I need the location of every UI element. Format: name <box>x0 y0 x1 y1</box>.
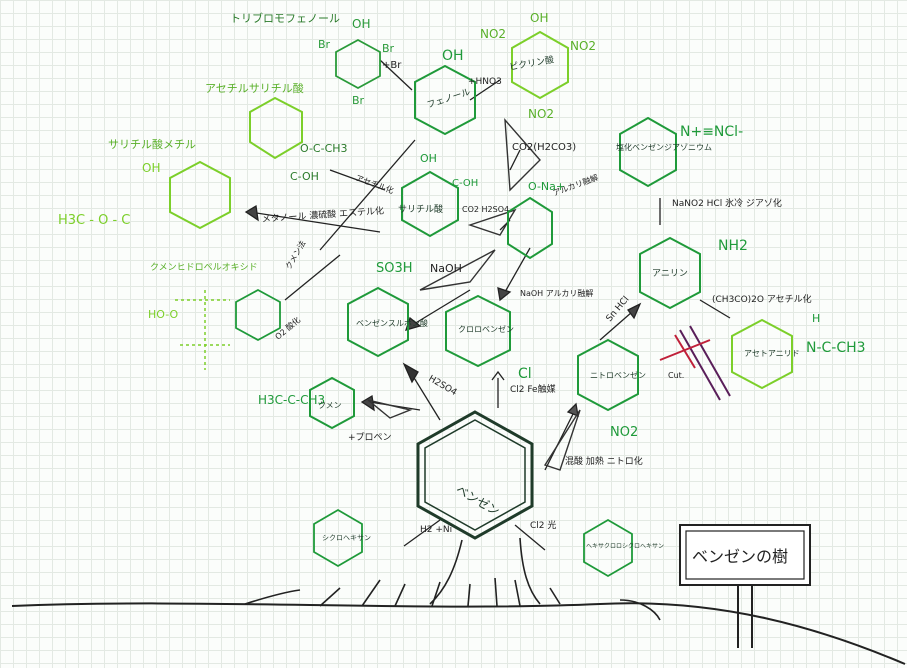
svg-text:Cut.: Cut. <box>668 371 684 380</box>
svg-text:ピクリン酸: ピクリン酸 <box>509 54 555 73</box>
svg-text:Sn HCl: Sn HCl <box>605 295 632 324</box>
svg-text:OH: OH <box>142 161 160 175</box>
tree-trunk <box>244 537 661 621</box>
svg-text:アセチルサリチル酸: アセチルサリチル酸 <box>205 81 304 95</box>
svg-text:サリチル酸メチル: サリチル酸メチル <box>108 137 196 151</box>
svg-text:NO2: NO2 <box>480 27 506 41</box>
diazonium-salt: 塩化ベンゼンジアゾニウム N+≡NCl- NaNO2 HCl 氷冷 ジアゾ化 <box>616 116 782 209</box>
svg-text:クロロベンゼン: クロロベンゼン <box>458 324 514 334</box>
cyclohexane: シクロヘキサン H2 +Ni <box>313 508 452 568</box>
ground-line <box>11 602 906 665</box>
aniline: アニリン NH2 (CH3CO)2O アセチル化 <box>639 236 812 310</box>
acetanilide: アセトアニリド N-C-CH3 H <box>731 312 866 390</box>
svg-text:アセチル化: アセチル化 <box>354 172 395 195</box>
svg-text:O-C-CH3: O-C-CH3 <box>300 142 348 155</box>
svg-text:OH: OH <box>352 17 370 31</box>
svg-text:N+≡NCl-: N+≡NCl- <box>680 124 743 140</box>
svg-text:H3C - O - C: H3C - O - C <box>58 213 130 228</box>
hexachlorocyclohexane: ヘキサクロロシクロヘキサン Cl2 光 <box>530 518 664 578</box>
svg-text:Cl2 Fe触媒: Cl2 Fe触媒 <box>510 383 556 395</box>
svg-text:シクロヘキサン: シクロヘキサン <box>322 534 371 542</box>
svg-text:アセトアニリド: アセトアニリド <box>744 349 800 358</box>
benzene-core: ベンゼン <box>416 410 534 540</box>
svg-text:+プロペン: +プロペン <box>348 432 392 443</box>
svg-text:Br: Br <box>318 38 331 51</box>
svg-text:OH: OH <box>530 11 548 25</box>
svg-text:O-Na+: O-Na+ <box>528 180 565 193</box>
benzene-label: ベンゼン <box>454 482 503 518</box>
svg-text:CO2 H2SO4: CO2 H2SO4 <box>462 205 509 214</box>
sodium-phenoxide: O-Na+ アルカリ融解 NaOH アルカリ融解 <box>507 172 599 298</box>
svg-text:Br: Br <box>352 94 365 107</box>
svg-text:NO2: NO2 <box>528 107 554 121</box>
svg-text:H2 +Ni: H2 +Ni <box>420 525 452 535</box>
svg-text:クメン法: クメン法 <box>283 239 308 271</box>
svg-text:混酸 加熱 ニトロ化: 混酸 加熱 ニトロ化 <box>565 455 643 467</box>
svg-text:H: H <box>812 312 820 325</box>
benzenesulfonic-acid: SO3H ベンゼンスルホン酸 NaOH H2SO4 <box>347 261 462 398</box>
salicylic-acid: OH C-OH サリチル酸 CO2(H2CO3) CO2 H2SO4 <box>398 142 576 238</box>
svg-text:ニトロベンゼン: ニトロベンゼン <box>590 370 646 380</box>
svg-text:+HNO3: +HNO3 <box>468 77 502 87</box>
svg-text:塩化ベンゼンジアゾニウム: 塩化ベンゼンジアゾニウム <box>616 142 712 152</box>
svg-text:H3C-C-CH3: H3C-C-CH3 <box>258 393 325 407</box>
acetylsalicylic-acid: アセチルサリチル酸 O-C-CH3 C-OH <box>205 81 348 183</box>
arrows <box>244 59 731 551</box>
svg-text:NH2: NH2 <box>718 238 748 254</box>
svg-text:サリチル酸: サリチル酸 <box>398 204 443 215</box>
svg-text:アニリン: アニリン <box>652 269 688 279</box>
svg-text:NO2: NO2 <box>610 425 638 440</box>
svg-text:ベンゼンの樹: ベンゼンの樹 <box>692 547 788 566</box>
svg-text:ベンゼンスルホン酸: ベンゼンスルホン酸 <box>356 318 428 328</box>
svg-text:O2 酸化: O2 酸化 <box>273 315 302 342</box>
svg-text:NaOH: NaOH <box>430 262 462 275</box>
svg-text:+Br: +Br <box>382 60 402 71</box>
svg-text:CO2(H2CO3): CO2(H2CO3) <box>512 142 576 153</box>
svg-text:NaNO2 HCl 氷冷 ジアゾ化: NaNO2 HCl 氷冷 ジアゾ化 <box>672 197 782 209</box>
svg-text:Br: Br <box>382 42 395 55</box>
tribromophenol: トリブロモフェノール OH Br Br Br <box>230 11 395 107</box>
svg-text:HO-O: HO-O <box>148 308 179 321</box>
svg-text:ヘキサクロロシクロヘキサン: ヘキサクロロシクロヘキサン <box>586 543 664 550</box>
svg-text:NO2: NO2 <box>570 39 596 53</box>
nitrobenzene: ニトロベンゼン NO2 混酸 加熱 ニトロ化 Sn HCl <box>565 295 646 467</box>
svg-text:トリブロモフェノール: トリブロモフェノール <box>230 11 340 25</box>
cumene-hydroperoxide: クメンヒドロペルオキシド HO-O クメン法 <box>148 239 308 370</box>
svg-text:Cl: Cl <box>518 366 532 382</box>
svg-text:(CH3CO)2O アセチル化: (CH3CO)2O アセチル化 <box>712 293 812 305</box>
svg-text:SO3H: SO3H <box>376 261 413 276</box>
svg-text:H2SO4: H2SO4 <box>427 374 459 398</box>
cumene: H3C-C-CH3 クメン O2 酸化 +プロペン <box>258 315 392 443</box>
chlorobenzene: クロロベンゼン Cl Cl2 Fe触媒 <box>445 294 556 395</box>
svg-text:OH: OH <box>442 48 464 64</box>
svg-text:クメンヒドロペルオキシド: クメンヒドロペルオキシド <box>150 262 258 273</box>
svg-text:N-C-CH3: N-C-CH3 <box>806 340 866 356</box>
svg-text:Cl2 光: Cl2 光 <box>530 519 556 531</box>
picric-acid: OH NO2 NO2 NO2 ピクリン酸 <box>480 11 596 121</box>
svg-text:C-OH: C-OH <box>290 170 319 183</box>
svg-text:NaOH アルカリ融解: NaOH アルカリ融解 <box>520 288 593 298</box>
svg-text:C-OH: C-OH <box>452 178 478 189</box>
svg-text:OH: OH <box>420 152 437 165</box>
cut-branch: Cut. <box>659 325 731 401</box>
svg-text:クメン: クメン <box>318 401 342 410</box>
tree-sign: ベンゼンの樹 <box>679 524 811 648</box>
svg-text:メタノール 濃硫酸 エステル化: メタノール 濃硫酸 エステル化 <box>261 204 384 225</box>
svg-text:フェノール: フェノール <box>426 87 472 110</box>
